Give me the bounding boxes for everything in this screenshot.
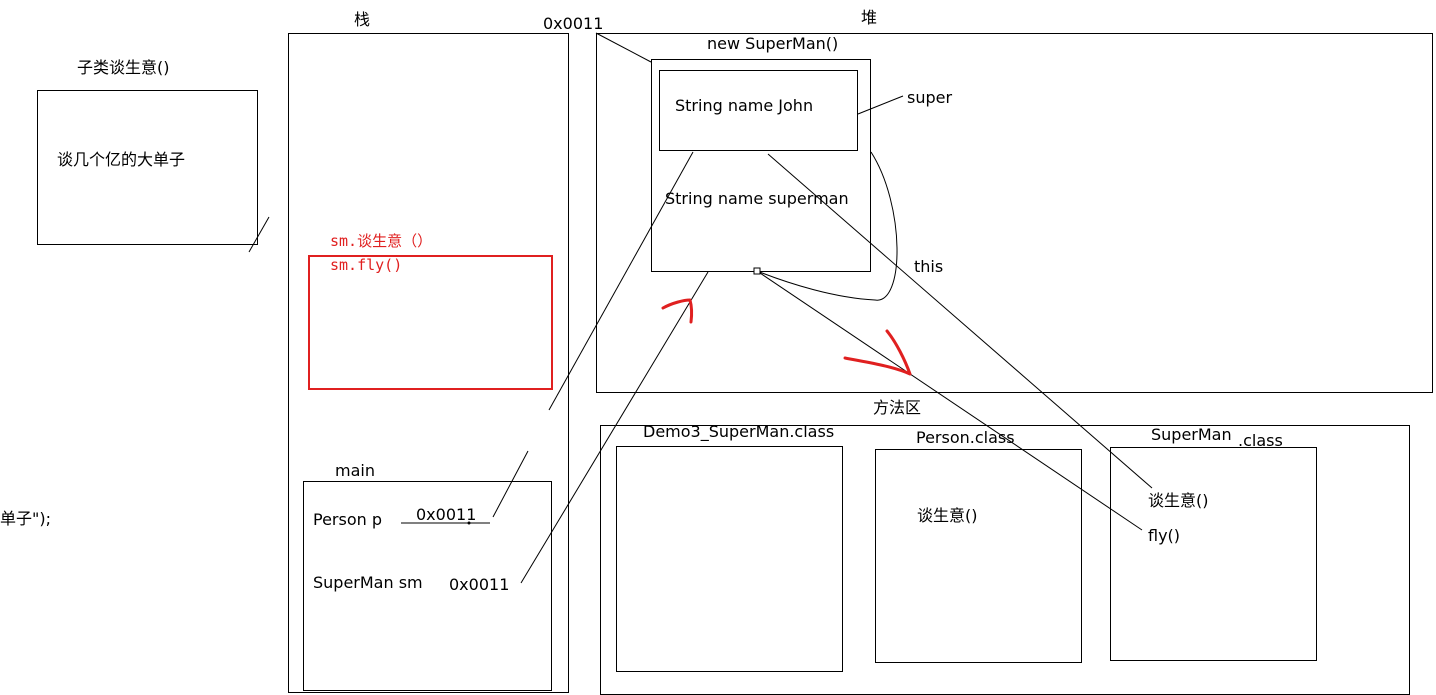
method-area-label: 方法区 [873, 398, 922, 417]
red-down-arrow [843, 329, 912, 376]
super-link [857, 95, 904, 115]
superman-class-box [1110, 447, 1317, 661]
this-curve [756, 151, 898, 301]
super-to-superman-method-link [767, 153, 1153, 489]
main-frame-label: main [335, 461, 375, 480]
red-highlight-box [308, 255, 553, 390]
red-up-arrow [661, 298, 694, 324]
superman-class-label: SuperMan [1151, 425, 1232, 444]
superman-sm-address: 0x0011 [449, 575, 510, 594]
red-call-line-1: sm.谈生意（） [330, 232, 433, 250]
heap-address-label: 0x0011 [543, 14, 604, 33]
left-tick [248, 216, 270, 253]
person-p-ref-line [548, 151, 694, 411]
object-to-fly-link [756, 270, 1143, 531]
heap-address-link [595, 32, 652, 63]
person-p-label: Person p [313, 510, 383, 529]
superman-sm-ref-line [520, 271, 709, 584]
person-p-address: 0x0011 [416, 505, 477, 524]
subclass-method-box [37, 90, 258, 245]
superman-method-1-label: 谈生意() [1148, 491, 1209, 510]
string-name-john-label: String name John [675, 96, 814, 115]
person-class-label: Person.class [916, 428, 1015, 447]
super-label: super [907, 88, 953, 107]
demo3-class-box [616, 446, 843, 672]
person-p-ref-tail [492, 450, 529, 518]
subclass-body-text: 谈几个亿的大单子 [57, 150, 186, 169]
subclass-title: 子类谈生意() [77, 58, 170, 77]
superman-class-suffix: .class [1238, 431, 1283, 450]
red-call-line-2: sm.fly() [330, 256, 403, 274]
edge-code-fragment: 单子"); [0, 509, 51, 528]
superman-method-2-label: fly() [1148, 526, 1181, 545]
superman-sm-label: SuperMan sm [313, 573, 423, 592]
heap-region [596, 33, 1433, 393]
demo3-class-label: Demo3_SuperMan.class [643, 422, 835, 441]
string-name-superman-label: String name superman [665, 189, 849, 208]
superman-object-box [651, 59, 871, 272]
object-anchor-dot [467, 521, 471, 525]
new-superman-label: new SuperMan() [707, 34, 839, 53]
person-method-label: 谈生意() [917, 506, 978, 525]
person-class-box [875, 449, 1082, 663]
this-label: this [914, 257, 944, 276]
heap-label: 堆 [861, 8, 878, 27]
super-part-box [659, 70, 858, 151]
object-anchor-point [753, 267, 761, 275]
stack-label: 栈 [354, 10, 371, 29]
